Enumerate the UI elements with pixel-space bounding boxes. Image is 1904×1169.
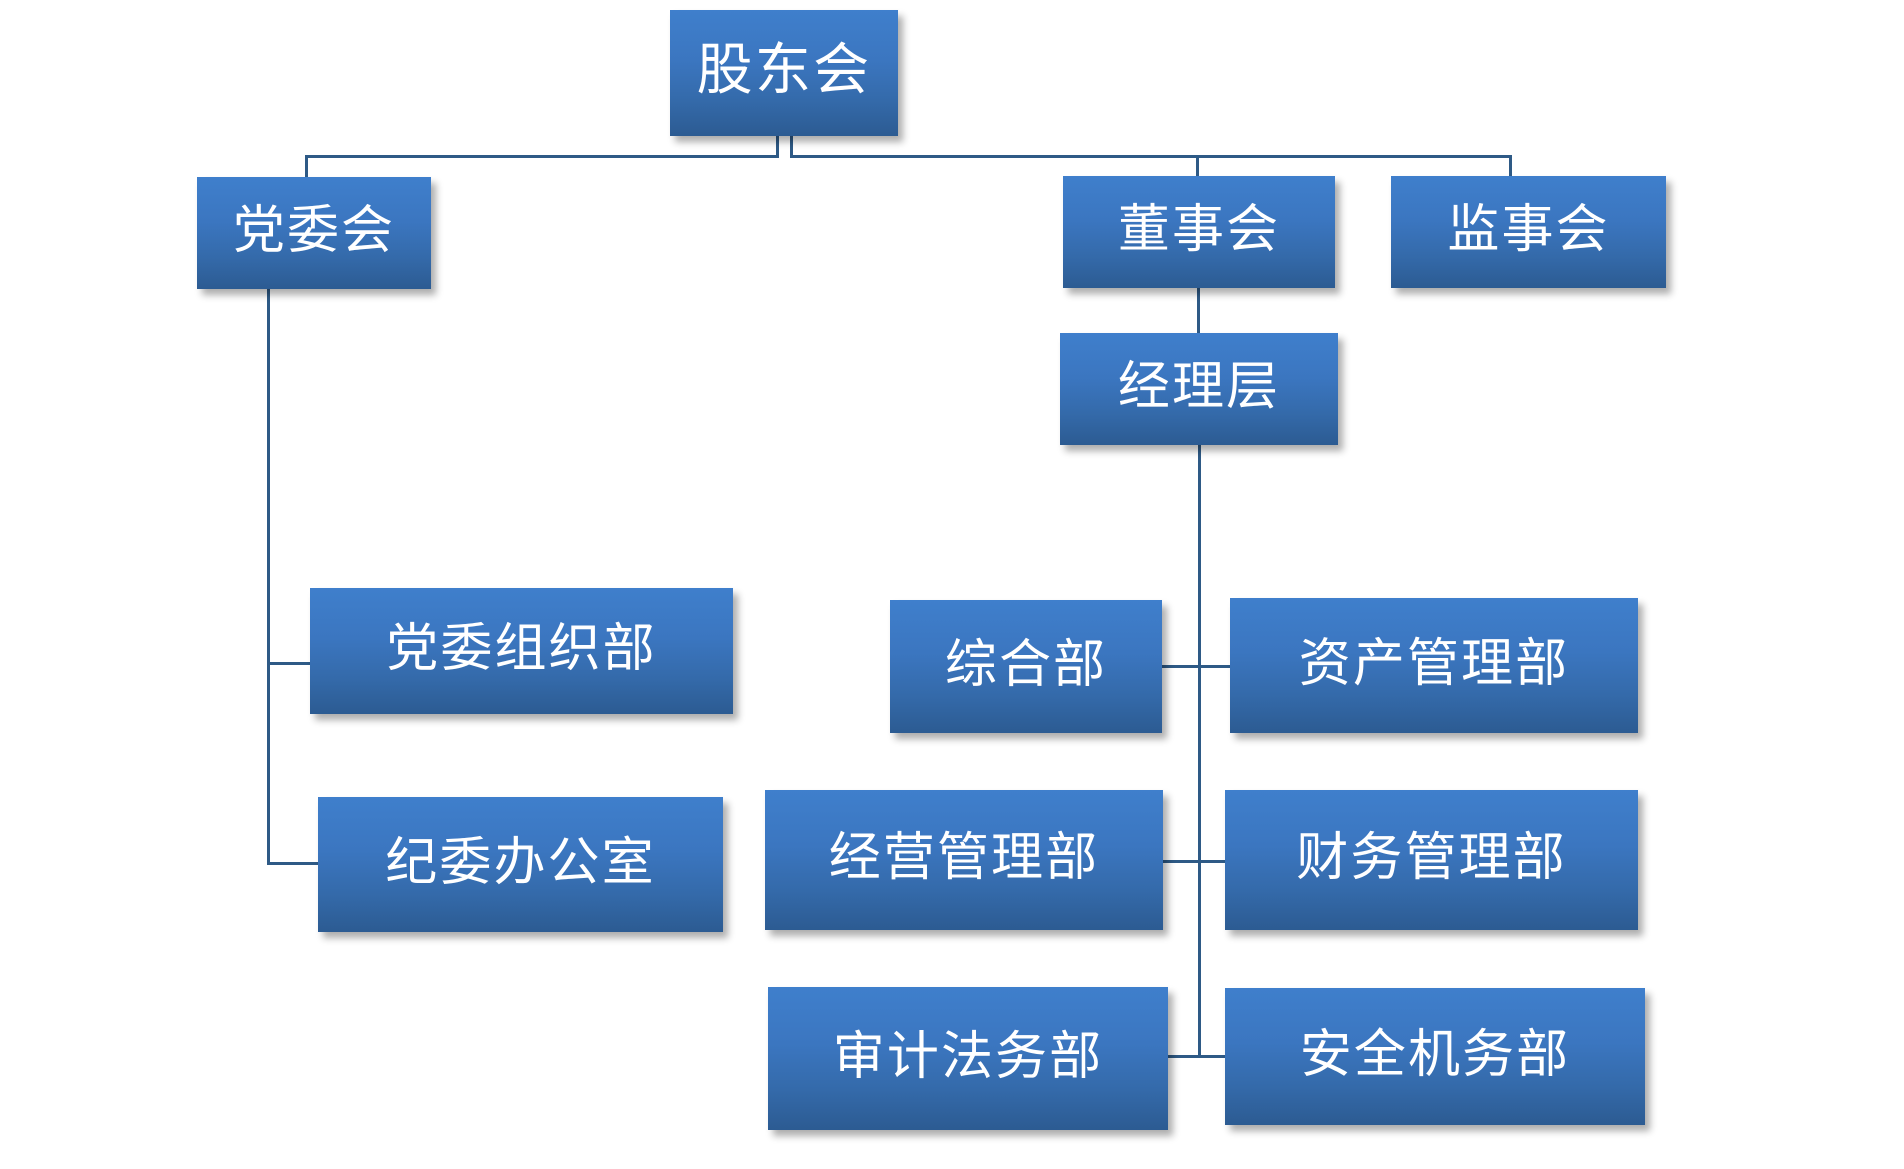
connector-c-operations-arm bbox=[1163, 860, 1200, 863]
org-node-label-asset: 资产管理部 bbox=[1298, 633, 1570, 694]
connector-c-root-stub-left bbox=[776, 136, 779, 158]
org-node-label-operations: 经营管理部 bbox=[828, 828, 1100, 888]
connector-c-discipline-arm bbox=[267, 862, 321, 865]
org-node-supervisors[interactable]: 监事会 bbox=[1391, 176, 1666, 288]
org-node-asset[interactable]: 资产管理部 bbox=[1230, 598, 1638, 733]
org-node-operations[interactable]: 经营管理部 bbox=[765, 790, 1163, 930]
org-node-label-supervisors: 监事会 bbox=[1447, 200, 1610, 260]
connector-c-root-bus-right bbox=[790, 155, 1512, 158]
org-node-audit-legal[interactable]: 审计法务部 bbox=[768, 987, 1168, 1130]
org-node-safety[interactable]: 安全机务部 bbox=[1225, 988, 1645, 1125]
connector-c-board-drop bbox=[1196, 155, 1199, 179]
connector-c-party-org-arm bbox=[267, 662, 315, 665]
org-node-management[interactable]: 经理层 bbox=[1060, 333, 1338, 445]
org-node-shareholders[interactable]: 股东会 bbox=[670, 10, 898, 136]
org-node-label-shareholders: 股东会 bbox=[696, 38, 872, 103]
org-node-label-party-org: 党委组织部 bbox=[386, 619, 657, 679]
connector-c-finance-arm bbox=[1198, 860, 1227, 863]
org-node-label-management: 经理层 bbox=[1117, 357, 1281, 417]
org-node-general[interactable]: 综合部 bbox=[890, 600, 1162, 733]
connector-c-party-drop bbox=[305, 155, 308, 180]
connector-c-root-stub-right bbox=[790, 136, 793, 158]
org-node-party-org[interactable]: 党委组织部 bbox=[310, 588, 733, 714]
connector-c-party-spine bbox=[267, 289, 270, 864]
connector-c-asset-arm bbox=[1198, 665, 1232, 668]
org-node-label-safety: 安全机务部 bbox=[1299, 1024, 1571, 1085]
org-node-label-audit-legal: 审计法务部 bbox=[832, 1026, 1104, 1087]
org-node-finance[interactable]: 财务管理部 bbox=[1225, 790, 1638, 930]
connector-c-safety-arm bbox=[1198, 1055, 1227, 1058]
org-node-discipline[interactable]: 纪委办公室 bbox=[318, 797, 723, 932]
org-node-label-general: 综合部 bbox=[944, 634, 1108, 695]
org-node-board[interactable]: 董事会 bbox=[1063, 176, 1335, 288]
org-node-party-committee[interactable]: 党委会 bbox=[197, 177, 431, 289]
org-node-label-party-committee: 党委会 bbox=[232, 201, 396, 261]
connector-c-board-mgmt bbox=[1197, 288, 1200, 336]
org-node-label-discipline: 纪委办公室 bbox=[385, 832, 656, 893]
org-node-label-finance: 财务管理部 bbox=[1296, 828, 1567, 888]
connector-c-root-bus-left bbox=[305, 155, 779, 158]
org-node-label-board: 董事会 bbox=[1117, 200, 1281, 260]
connector-c-audit-arm bbox=[1168, 1055, 1200, 1058]
connector-c-super-drop bbox=[1509, 155, 1512, 179]
connector-c-mgmt-spine bbox=[1198, 445, 1201, 1057]
connector-c-general-arm bbox=[1162, 665, 1200, 668]
